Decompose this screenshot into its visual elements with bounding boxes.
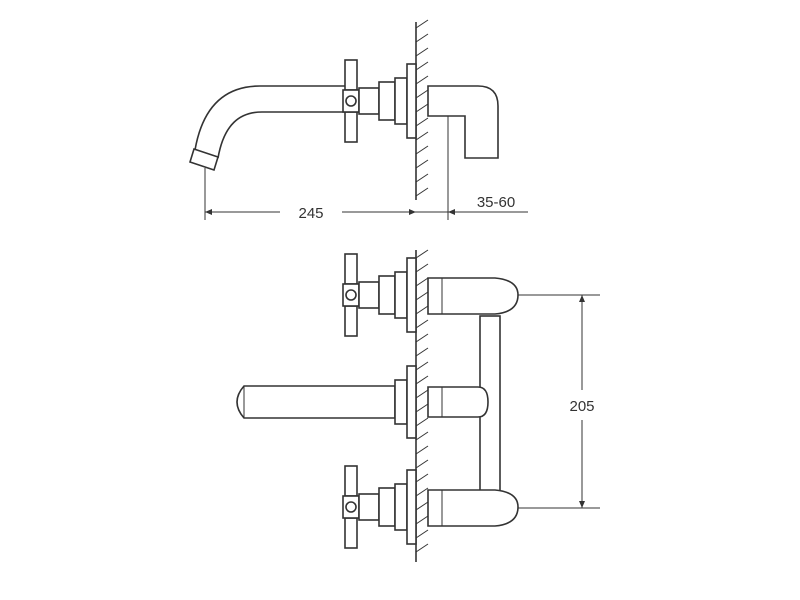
front-view: 205 xyxy=(236,249,600,562)
bottom-escutcheon-inner xyxy=(394,483,408,531)
spout-body xyxy=(427,386,489,418)
side-view: 245 35-60 xyxy=(189,19,528,222)
bottom-valve-cartridge xyxy=(427,489,519,527)
top-handle-screw xyxy=(345,289,357,301)
bottom-handle-lower xyxy=(344,517,358,549)
wall-hatch-top xyxy=(415,19,429,197)
handle-upper xyxy=(344,59,358,91)
spout-wall-flange xyxy=(406,365,417,439)
concealed-body xyxy=(427,85,499,159)
top-valve-body xyxy=(358,281,380,309)
top-valve-bonnet xyxy=(378,275,396,315)
dim-205-label: 205 xyxy=(569,398,594,415)
bottom-handle-screw xyxy=(345,501,357,513)
spout-escutcheon-inner xyxy=(394,379,408,425)
bottom-wall-flange xyxy=(406,469,417,545)
valve-bonnet xyxy=(378,81,396,121)
spout-inner xyxy=(217,111,345,159)
wall-hatch-bottom xyxy=(415,249,429,553)
handle-lower xyxy=(344,111,358,143)
bottom-valve-bonnet xyxy=(378,487,396,527)
top-escutcheon-inner xyxy=(394,271,408,319)
valve-body xyxy=(358,87,380,115)
spout-tip xyxy=(189,147,219,172)
top-handle-lower xyxy=(344,305,358,337)
top-handle-upper xyxy=(344,253,358,285)
escutcheon-inner xyxy=(394,77,408,125)
wall-flange xyxy=(406,63,417,139)
bottom-valve-body xyxy=(358,493,380,521)
straight-spout xyxy=(236,385,396,419)
handle-screw xyxy=(345,95,357,107)
spout-outer xyxy=(194,85,345,151)
dim-245-label: 245 xyxy=(298,205,323,222)
dim-3560-label: 35-60 xyxy=(477,194,515,211)
bottom-handle-upper xyxy=(344,465,358,497)
top-wall-flange xyxy=(406,257,417,333)
